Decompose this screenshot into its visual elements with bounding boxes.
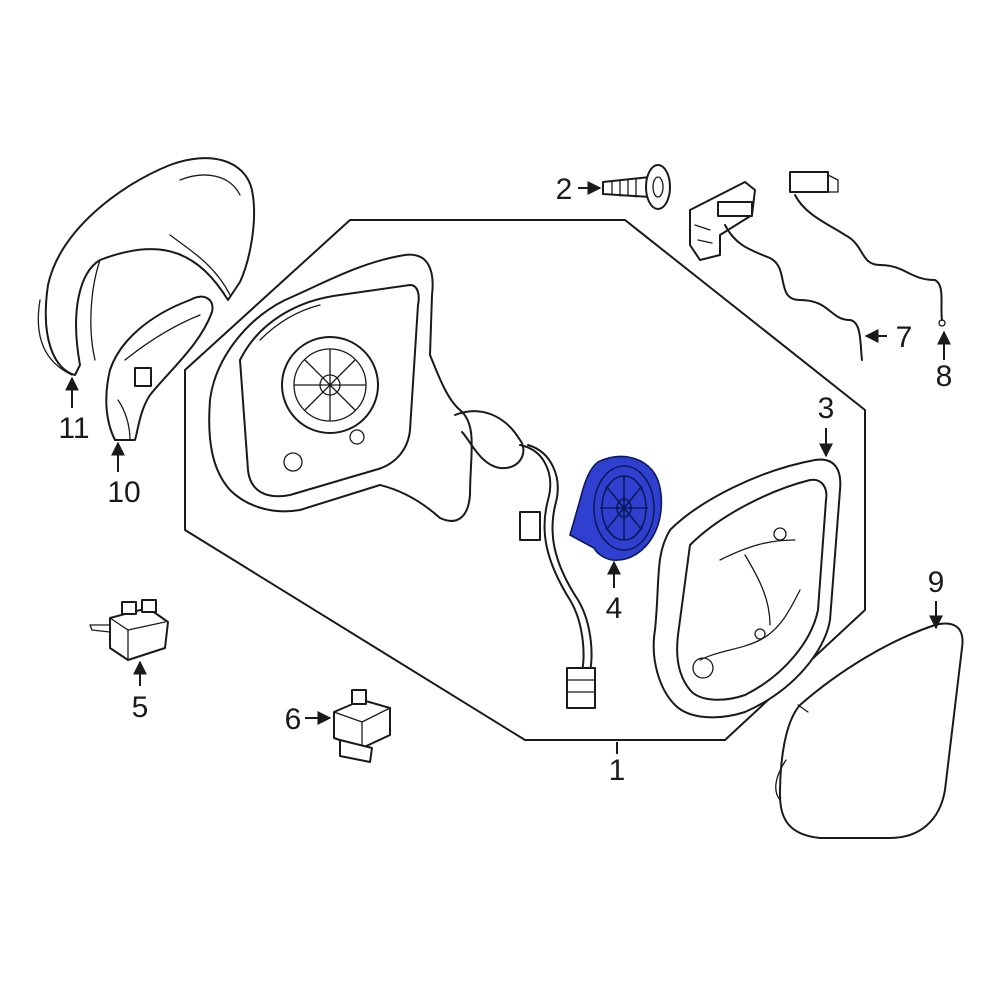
mirror-cover-part[interactable] <box>37 157 256 376</box>
callout-11: 11 <box>58 412 89 445</box>
mirror-motor-part[interactable] <box>569 455 663 561</box>
connector-wire-part[interactable] <box>789 171 946 327</box>
screw-part[interactable] <box>602 164 671 210</box>
callout-8: 8 <box>936 360 953 393</box>
callout-6: 6 <box>285 703 302 736</box>
callout-1: 1 <box>609 754 626 787</box>
leader-lines <box>65 181 951 754</box>
callout-10: 10 <box>107 476 140 509</box>
wiring-harness-part[interactable] <box>689 181 863 361</box>
turn-signal-lamp-part[interactable] <box>105 295 214 441</box>
callout-9: 9 <box>928 566 945 599</box>
callout-2: 2 <box>556 173 573 206</box>
mirror-assembly-part[interactable] <box>208 253 596 709</box>
clip-part[interactable] <box>89 599 169 661</box>
mirror-glass-part[interactable] <box>775 622 964 839</box>
callout-3: 3 <box>818 392 835 425</box>
mirror-frame-part[interactable] <box>652 458 842 719</box>
assembly-boundary <box>184 219 866 741</box>
sensor-part[interactable] <box>333 689 391 763</box>
callout-5: 5 <box>132 691 149 724</box>
callout-7: 7 <box>896 321 913 354</box>
callout-4: 4 <box>606 592 623 625</box>
